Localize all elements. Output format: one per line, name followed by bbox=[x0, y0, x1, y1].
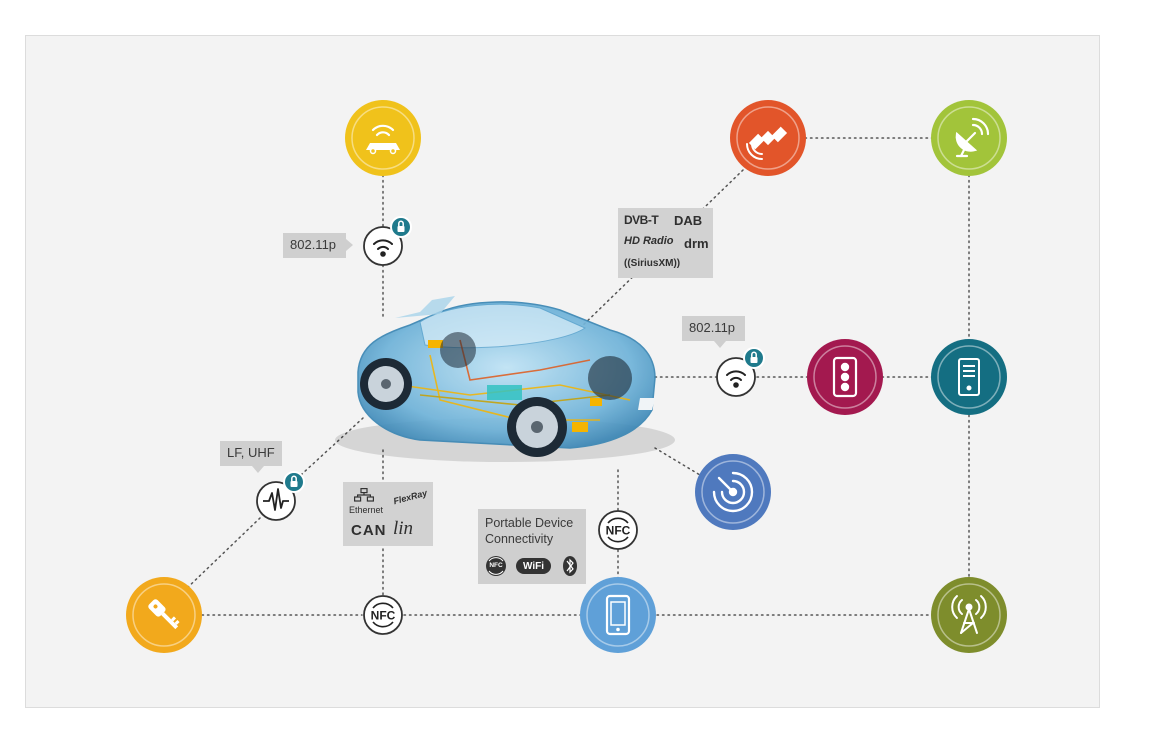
lock-icon bbox=[390, 216, 412, 238]
portable-connectivity-box: Portable Device Connectivity NFC WiFi bbox=[478, 509, 586, 584]
wifi-logo bbox=[516, 558, 551, 574]
ethernet-label: Ethernet bbox=[349, 505, 384, 515]
nfc-node-right: NFC bbox=[598, 510, 638, 550]
traffic-light-icon bbox=[832, 356, 858, 398]
traffic-light-node bbox=[807, 339, 883, 415]
flexray-logo: FlexRay bbox=[392, 487, 429, 507]
car-key-node bbox=[126, 577, 202, 653]
server-icon bbox=[958, 358, 980, 396]
car-wireless-icon bbox=[366, 124, 400, 155]
radar-node bbox=[695, 454, 771, 530]
wifi-node-top bbox=[363, 216, 412, 266]
wifi-icon bbox=[373, 239, 393, 257]
lock-icon bbox=[283, 471, 305, 493]
wifi-standard-label: 802.11p bbox=[290, 237, 337, 252]
wifi-standard-tag-right: 802.11p bbox=[682, 316, 745, 348]
hd-radio-logo: HD Radio bbox=[624, 235, 674, 247]
connected-car-illustration bbox=[335, 296, 675, 462]
wired-bus-standards-box: Ethernet FlexRay CAN lin bbox=[343, 482, 433, 546]
dab-logo: DAB bbox=[674, 213, 703, 228]
wifi-standard-label: 802.11p bbox=[689, 320, 736, 335]
satellite-icon bbox=[746, 126, 788, 160]
nfc-label: NFC bbox=[371, 609, 396, 623]
satellite-dish-node bbox=[931, 100, 1007, 176]
key-band-label: LF, UHF bbox=[227, 445, 275, 460]
smartphone-node bbox=[580, 577, 656, 653]
lin-logo: lin bbox=[393, 518, 414, 539]
portable-connectivity-title: Portable Device Connectivity bbox=[485, 516, 574, 546]
broadcast-standards-box: DVB-T DAB HD Radio drm ((SiriusXM)) bbox=[618, 208, 713, 278]
wifi-standard-tag-top: 802.11p bbox=[283, 233, 353, 258]
wifi-icon bbox=[726, 370, 746, 388]
portable-logos bbox=[486, 556, 577, 576]
nfc-node-left: NFC bbox=[363, 595, 403, 635]
server-node bbox=[931, 339, 1007, 415]
lf-uhf-node bbox=[256, 471, 305, 521]
nfc-label: NFC bbox=[606, 524, 631, 538]
siriusxm-logo: ((SiriusXM)) bbox=[624, 258, 681, 269]
cell-tower-node bbox=[931, 577, 1007, 653]
dvbt-logo: DVB-T bbox=[624, 213, 659, 227]
wifi-logo-label: WiFi bbox=[522, 561, 544, 572]
smartphone-icon bbox=[605, 594, 631, 636]
nfc-logo bbox=[486, 556, 506, 576]
radar-icon bbox=[712, 471, 754, 513]
drm-logo: drm bbox=[684, 236, 709, 251]
waveform-icon bbox=[263, 488, 289, 511]
wifi-node-right bbox=[716, 347, 765, 397]
key-band-tag: LF, UHF bbox=[220, 441, 282, 473]
lock-icon bbox=[743, 347, 765, 369]
satellite-dish-icon bbox=[955, 117, 990, 158]
bluetooth-logo bbox=[563, 556, 577, 576]
nfc-logo-label: NFC bbox=[489, 562, 503, 569]
cell-tower-icon bbox=[951, 595, 987, 634]
car-key-icon bbox=[148, 599, 180, 630]
can-logo: CAN bbox=[351, 522, 387, 539]
ethernet-network-icon bbox=[354, 488, 374, 502]
satellite-node bbox=[730, 100, 806, 176]
car-wireless-node bbox=[345, 100, 421, 176]
